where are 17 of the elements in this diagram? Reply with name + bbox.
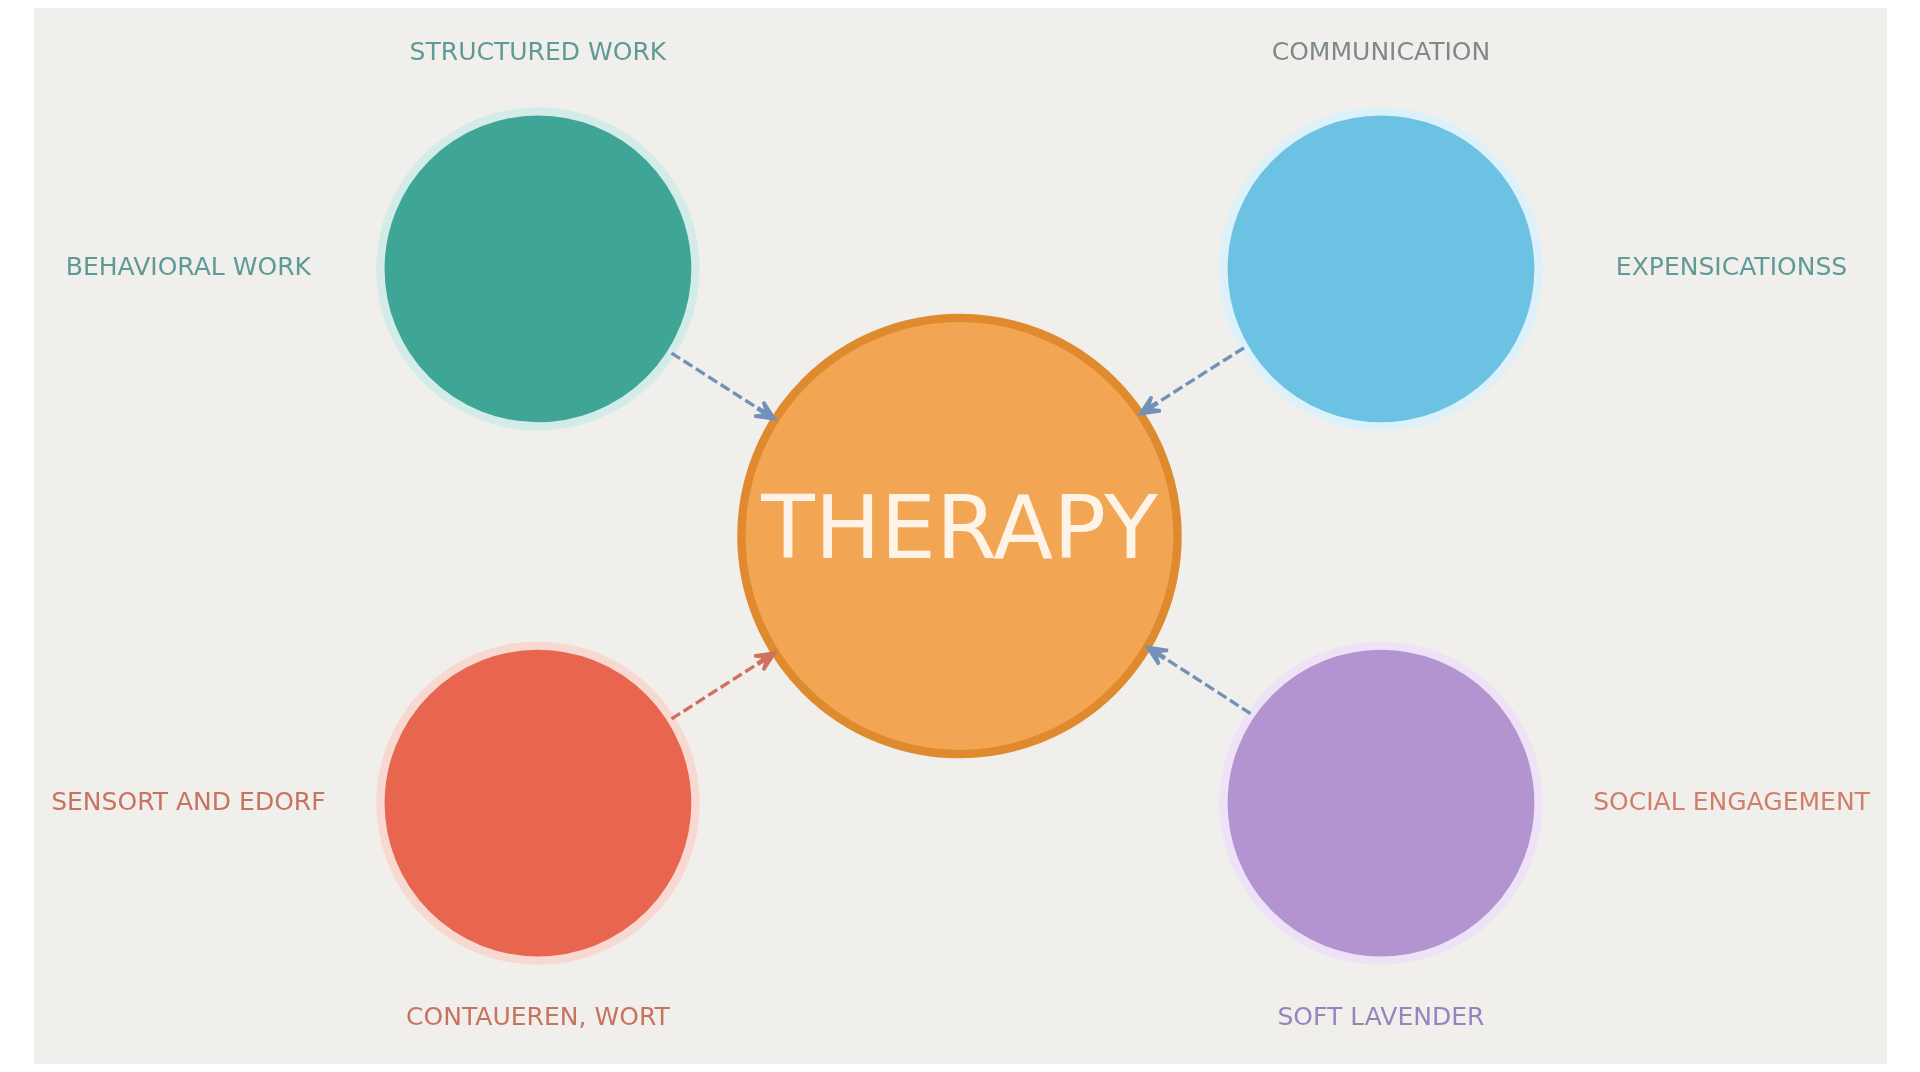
arrow: [1138, 346, 1245, 416]
arrow: [1145, 645, 1251, 716]
node-circle: [1218, 641, 1543, 965]
node-label: EXPENSICATIONSS: [1615, 252, 1847, 282]
node-circle: [1218, 107, 1543, 431]
arrow: [670, 351, 776, 421]
node-circle: [375, 641, 700, 965]
arrow: [670, 651, 776, 721]
node-circle: [375, 107, 700, 431]
node-circle: THERAPY: [736, 313, 1182, 759]
node-label: BEHAVIORAL WORK: [65, 252, 311, 282]
node-label: STRUCTURED WORK: [409, 37, 666, 67]
node-label: SOCIAL ENGAGEMENT: [1592, 786, 1870, 816]
node-label: CONTAUEREN, WORT: [405, 1001, 670, 1031]
node-label: SOFT LAVENDER: [1276, 1001, 1484, 1031]
node-label: COMMUNICATION: [1271, 37, 1490, 67]
node-label: SENSORT AND EDORF: [50, 786, 326, 816]
